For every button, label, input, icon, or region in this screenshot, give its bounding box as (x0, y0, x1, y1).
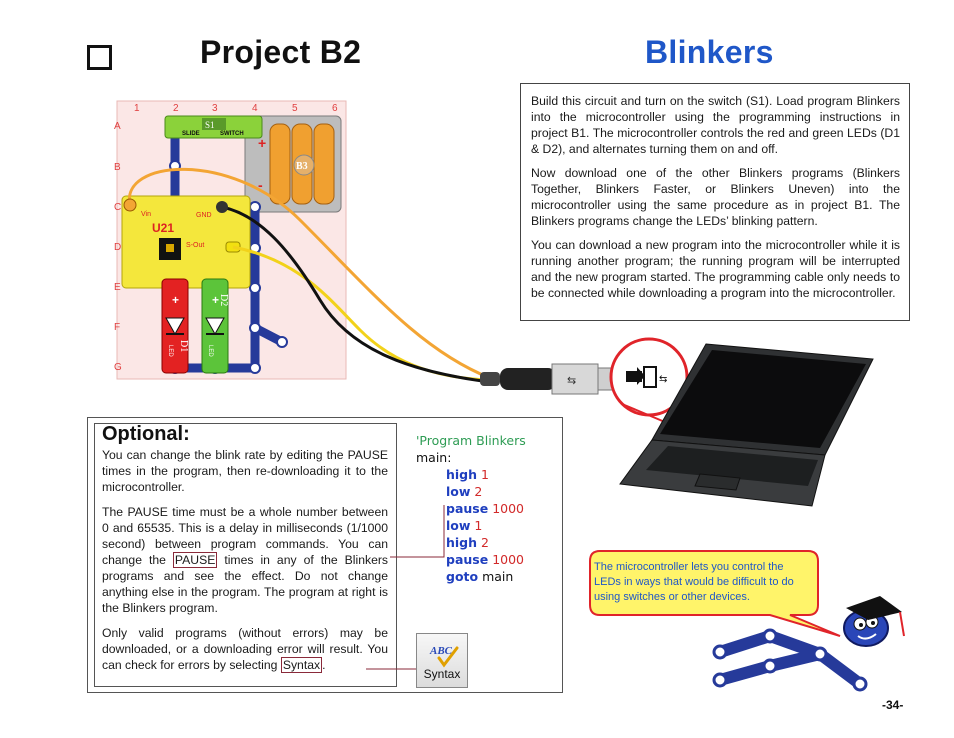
program-line: goto main (446, 569, 514, 584)
optional-section (87, 417, 563, 693)
program-line: high 2 (446, 535, 489, 550)
grid-col-5: 5 (292, 103, 298, 114)
grid-row-e: E (114, 282, 121, 293)
svg-text:S-Out: S-Out (186, 242, 204, 249)
snap-rover-mascot (712, 596, 905, 692)
svg-text:B3: B3 (296, 161, 308, 172)
program-comment: 'Program Blinkers (416, 433, 526, 448)
grid-col-1: 1 (134, 103, 140, 114)
optional-text-box: Optional: You can change the blink rate … (94, 423, 397, 687)
instructions-paragraph-2: Now download one of the other Blinkers p… (531, 166, 900, 228)
svg-text:⇆: ⇆ (659, 374, 667, 385)
syntax-highlight: Syntax (280, 657, 323, 673)
svg-text:Vin: Vin (141, 211, 151, 218)
svg-text:LED: LED (207, 345, 213, 357)
program-line: pause 1000 (446, 552, 524, 567)
program-line: low 2 (446, 484, 483, 499)
svg-text:GND: GND (196, 212, 212, 219)
svg-text:ABC: ABC (429, 645, 453, 657)
instructions-paragraph-1: Build this circuit and turn on the switc… (531, 94, 900, 156)
svg-text:S1: S1 (205, 120, 215, 130)
optional-paragraph-2: The PAUSE time must be a whole number be… (102, 505, 388, 615)
spellcheck-icon: ABC (429, 645, 459, 668)
grid-row-b: B (114, 162, 121, 173)
grid-row-f: F (114, 322, 120, 333)
program-line: low 1 (446, 518, 483, 533)
svg-text:SLIDE: SLIDE (182, 131, 200, 137)
svg-text:+: + (172, 293, 179, 307)
page-number: -34- (882, 698, 904, 712)
grid-col-6: 6 (332, 103, 338, 114)
syntax-button-label: Syntax (423, 667, 461, 681)
svg-text:+: + (212, 293, 219, 307)
orange-wire (127, 167, 491, 380)
svg-text:LED: LED (167, 345, 173, 357)
svg-text:SWITCH: SWITCH (220, 131, 244, 137)
svg-text:D1: D1 (178, 340, 189, 352)
optional-paragraph-1: You can change the blink rate by editing… (102, 448, 388, 494)
grid-col-2: 2 (173, 103, 179, 114)
cable-plug (480, 372, 500, 386)
instructions-box: Build this circuit and turn on the switc… (520, 83, 910, 321)
instructions-paragraph-3: You can download a new program into the … (531, 238, 900, 300)
syntax-button[interactable]: ABC Syntax (416, 633, 468, 688)
grid-row-c: C (114, 202, 121, 213)
speech-bubble-text: The microcontroller lets you control the… (594, 561, 794, 603)
svg-text:D2: D2 (218, 294, 229, 306)
grid-row-d: D (114, 242, 121, 253)
program-label: main: (416, 450, 452, 465)
svg-text:-: - (258, 177, 263, 193)
svg-text:⇆: ⇆ (567, 375, 576, 387)
project-checkbox[interactable] (87, 45, 112, 70)
svg-text:+: + (258, 135, 266, 151)
grid-row-a: A (114, 121, 121, 132)
optional-paragraph-3: Only valid programs (without errors) may… (102, 626, 388, 673)
program-listing: 'Program Blinkers main: high 1 low 2 pau… (416, 432, 526, 585)
project-name: Blinkers (645, 34, 774, 70)
program-line: high 1 (446, 467, 489, 482)
optional-heading: Optional: (102, 423, 190, 445)
grid-col-3: 3 (212, 103, 218, 114)
speech-bubble (589, 550, 841, 637)
program-line: pause 1000 (446, 501, 524, 516)
black-wire (221, 205, 491, 384)
pause-highlight: PAUSE (172, 552, 218, 568)
grid-row-g: G (114, 362, 122, 373)
laptop-illustration (619, 343, 874, 507)
grid-col-4: 4 (252, 103, 258, 114)
svg-text:U21: U21 (152, 221, 174, 235)
project-title: Project B2 (200, 34, 362, 70)
